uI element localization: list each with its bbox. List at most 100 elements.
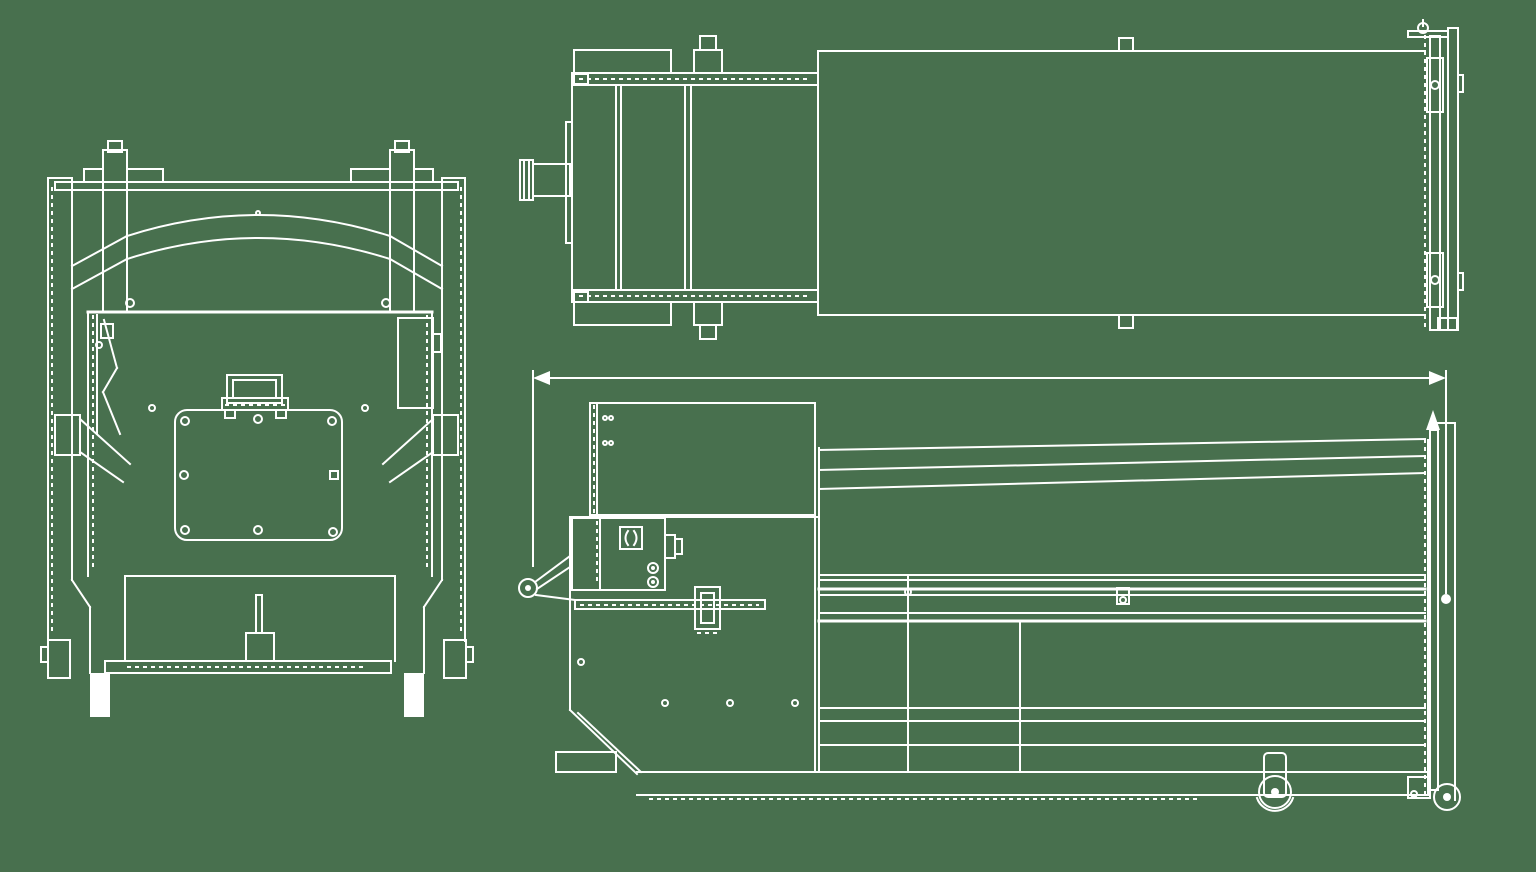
door-arrow bbox=[1426, 410, 1440, 430]
line-art bbox=[573, 49, 672, 74]
line-art bbox=[1443, 793, 1451, 801]
roller-bracket bbox=[1263, 752, 1287, 798]
line-art bbox=[534, 593, 577, 602]
post-cap bbox=[394, 140, 410, 153]
line-art bbox=[535, 565, 572, 591]
line-art bbox=[47, 639, 71, 679]
bolt bbox=[328, 527, 338, 537]
line-art bbox=[381, 417, 435, 466]
line-art bbox=[221, 397, 289, 411]
line-art bbox=[443, 639, 467, 679]
line-art bbox=[422, 578, 444, 609]
access-panel bbox=[174, 409, 343, 541]
front-view bbox=[40, 140, 474, 717]
line-art bbox=[83, 168, 104, 183]
line-art bbox=[532, 163, 571, 197]
cylinder-mount bbox=[693, 301, 723, 326]
bolt bbox=[180, 525, 190, 535]
rear-door bbox=[1429, 35, 1441, 331]
line-art bbox=[413, 168, 434, 183]
hopper bbox=[589, 402, 816, 516]
bolt bbox=[1430, 80, 1440, 90]
arch bbox=[125, 214, 392, 238]
dimension-arrow bbox=[1429, 371, 1446, 385]
line-art bbox=[102, 318, 119, 370]
line-art bbox=[432, 414, 459, 456]
line-art bbox=[40, 646, 49, 663]
bolt bbox=[1410, 790, 1418, 798]
post-cap bbox=[107, 140, 123, 153]
line-art bbox=[388, 257, 444, 291]
mount-bracket bbox=[694, 586, 721, 630]
line-art bbox=[350, 168, 391, 183]
line-art bbox=[608, 415, 614, 421]
bolt bbox=[253, 525, 263, 535]
side-motor bbox=[519, 159, 534, 201]
right-post bbox=[389, 149, 415, 313]
bolt bbox=[577, 658, 585, 666]
line-art bbox=[70, 234, 129, 268]
line-art bbox=[1255, 796, 1295, 812]
rear-door bbox=[1429, 429, 1439, 791]
line-art bbox=[78, 450, 125, 484]
line-art bbox=[1119, 596, 1127, 604]
bolt bbox=[726, 699, 734, 707]
cylinder-mount bbox=[693, 49, 723, 74]
bolt bbox=[1430, 275, 1440, 285]
bolt bbox=[661, 699, 669, 707]
hinge-plate bbox=[1407, 30, 1449, 38]
press-head bbox=[571, 84, 819, 291]
top-view bbox=[519, 19, 1464, 340]
line-art bbox=[100, 323, 114, 339]
line-art bbox=[1457, 272, 1464, 291]
line-art bbox=[275, 409, 287, 419]
line-art bbox=[624, 529, 630, 547]
line-art bbox=[525, 585, 531, 591]
line-art bbox=[255, 210, 261, 216]
line-art bbox=[699, 35, 717, 51]
bolt bbox=[327, 416, 337, 426]
line-art bbox=[817, 471, 1427, 491]
line-art bbox=[602, 415, 608, 421]
line-art bbox=[608, 440, 614, 446]
line-art bbox=[1457, 74, 1464, 93]
line-art bbox=[232, 379, 277, 399]
line-art bbox=[699, 324, 717, 340]
bolt bbox=[180, 416, 190, 426]
arch bbox=[125, 237, 392, 261]
front-foot bbox=[555, 751, 617, 773]
bolt bbox=[329, 470, 339, 480]
line-art bbox=[568, 708, 639, 776]
knob bbox=[647, 576, 659, 588]
line-art bbox=[700, 592, 715, 624]
line-art bbox=[70, 578, 92, 609]
line-art bbox=[78, 417, 132, 466]
line-art bbox=[95, 341, 103, 349]
door-wheel bbox=[1433, 783, 1461, 811]
control-box bbox=[571, 517, 666, 591]
top-beam bbox=[54, 181, 459, 191]
line-art bbox=[565, 121, 573, 244]
line-art bbox=[1441, 594, 1451, 604]
hinge-block bbox=[1426, 252, 1444, 308]
line-art bbox=[101, 366, 119, 394]
bolt bbox=[125, 298, 135, 308]
bolt bbox=[148, 404, 156, 412]
line-art bbox=[576, 711, 643, 774]
line-art bbox=[465, 646, 474, 663]
line-art bbox=[70, 257, 129, 291]
line-art bbox=[674, 538, 683, 555]
center-foot bbox=[245, 632, 275, 662]
line-art bbox=[397, 317, 434, 409]
bolt bbox=[791, 699, 799, 707]
line-art bbox=[573, 301, 672, 326]
bolt bbox=[253, 414, 263, 424]
right-foot bbox=[404, 673, 424, 717]
line-art bbox=[651, 580, 655, 584]
line-art bbox=[632, 529, 638, 547]
container-top-rail bbox=[817, 437, 1427, 452]
line-art bbox=[651, 566, 655, 570]
bolt bbox=[361, 404, 369, 412]
